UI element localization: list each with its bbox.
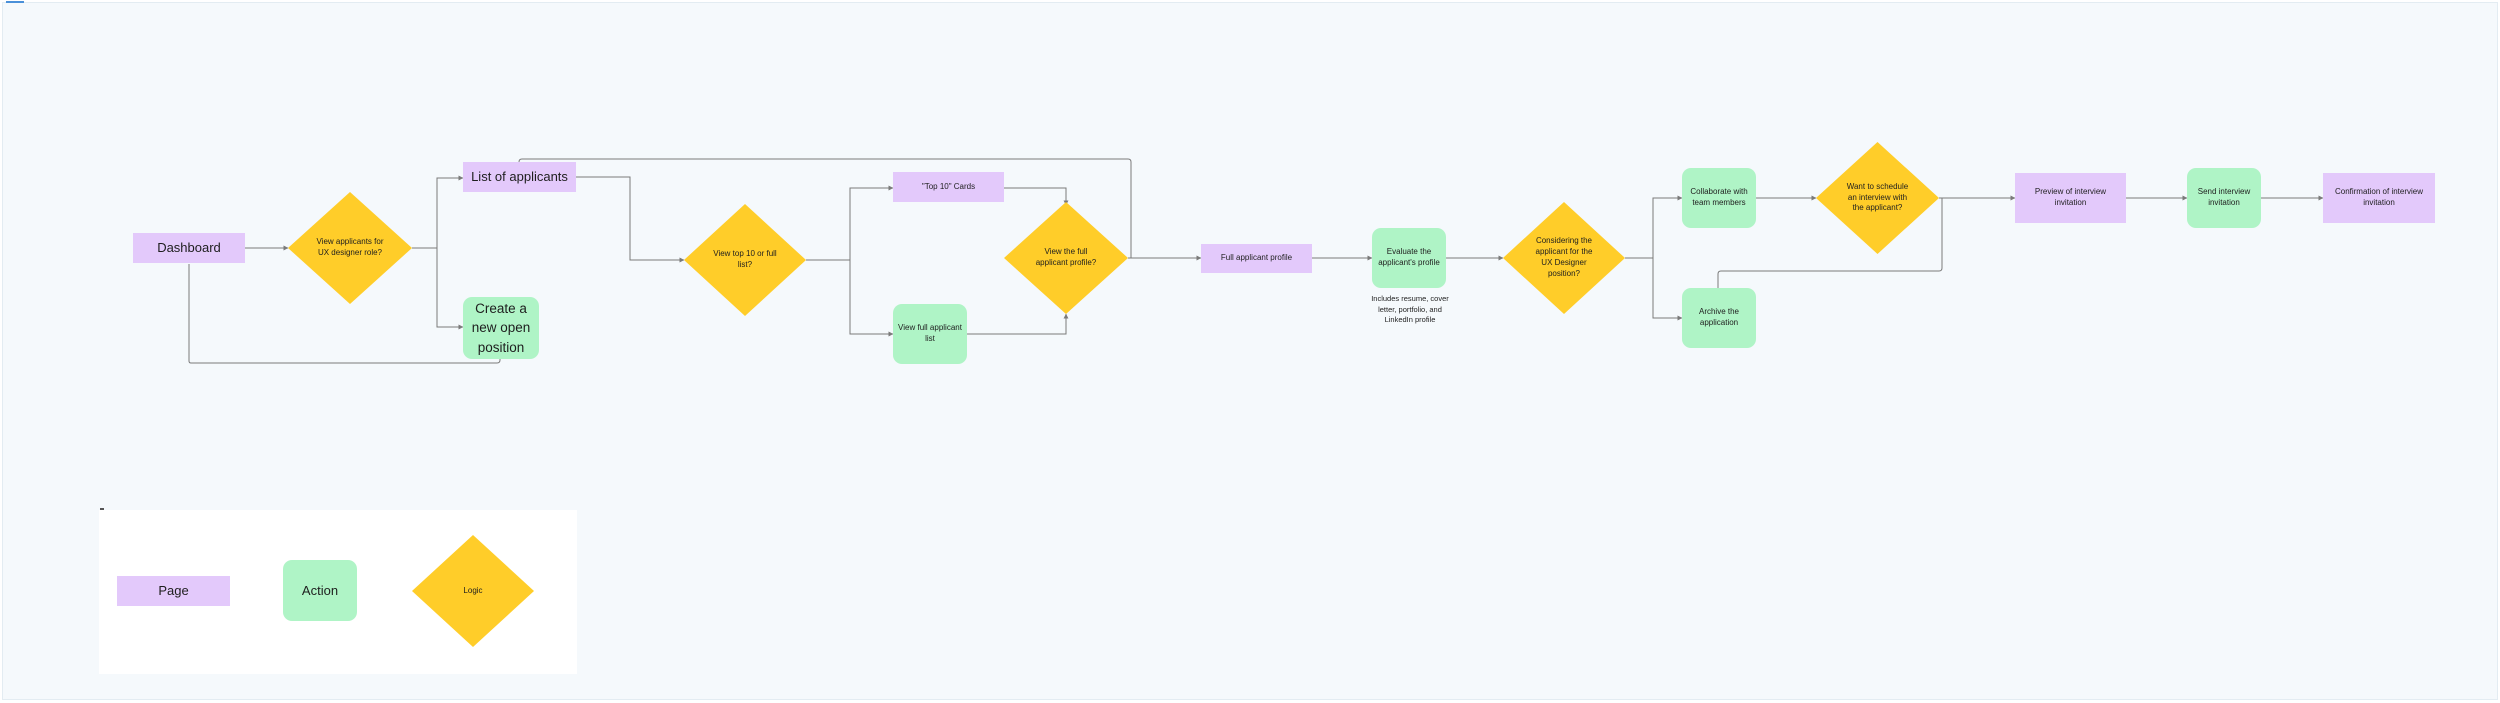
preview-invitation-label: Preview of interview invitation [2034,187,2107,207]
dashboard-page[interactable]: Dashboard [133,233,245,263]
connector-schedule-q-to-archive-loop [1717,197,1943,288]
connector-full-list-to-view-profile-q [967,313,1069,335]
evaluate-profile-action[interactable]: Evaluate the applicant's profile [1372,228,1446,288]
view-top10-or-full-decision[interactable]: View top 10 or full list? [684,204,806,316]
collaborate-label: Collaborate with team members [1690,187,1748,207]
collaborate-action[interactable]: Collaborate with team members [1682,168,1756,228]
connector-cards-to-view-profile-q [1004,187,1069,206]
top10-cards-page[interactable]: "Top 10" Cards [893,172,1004,202]
connector-view-profile-q-to-list-loop [518,158,1132,259]
connector-view-top10-to-cards [806,185,894,261]
legend-action-label: Action [301,582,339,598]
full-profile-label: Full applicant profile [1220,253,1293,263]
view-applicants-label: View applicants for UX designer role? [316,237,384,257]
create-position-action[interactable]: Create a new open position [463,297,539,359]
full-profile-page[interactable]: Full applicant profile [1201,244,1312,273]
legend-action-swatch: Action [283,560,357,621]
connector-view-applicants-to-list [412,175,464,249]
evaluate-profile-note: Includes resume, cover letter, portfolio… [1371,294,1449,324]
considering-applicant-decision[interactable]: Considering the applicant for the UX Des… [1503,202,1625,314]
legend-logic-label: Logic [463,585,483,595]
preview-invitation-page[interactable]: Preview of interview invitation [2015,173,2126,223]
evaluate-profile-label: Evaluate the applicant's profile [1378,247,1440,267]
confirmation-label: Confirmation of interview invitation [2334,187,2424,207]
archive-label: Archive the application [1698,307,1740,327]
legend-page-label: Page [158,583,189,599]
connector-list-to-view-top10 [576,176,685,263]
top10-cards-label: "Top 10" Cards [921,181,976,191]
list-of-applicants-page[interactable]: List of applicants [463,162,576,192]
confirmation-page[interactable]: Confirmation of interview invitation [2323,173,2435,223]
legend-logic-swatch: Logic [412,535,534,647]
view-full-list-action[interactable]: View full applicant list [893,304,967,364]
schedule-interview-label: Want to schedule an interview with the a… [1846,181,1909,213]
considering-applicant-label: Considering the applicant for the UX Des… [1535,236,1593,278]
connector-considering-q-to-archive [1652,258,1683,321]
legend-marker [100,508,104,510]
create-position-label: Create a new open position [471,300,531,355]
schedule-interview-decision[interactable]: Want to schedule an interview with the a… [1816,142,1939,254]
dashboard-label: Dashboard [157,240,221,256]
connector-view-top10-to-full-list [849,260,894,337]
view-full-profile-label: View the full applicant profile? [1035,247,1097,267]
send-invitation-label: Send interview invitation [2197,187,2251,207]
archive-action[interactable]: Archive the application [1682,288,1756,348]
send-invitation-action[interactable]: Send interview invitation [2187,168,2261,228]
view-full-list-label: View full applicant list [898,323,962,343]
connector-dashboard-to-create-loop [188,264,501,364]
canvas-corner-marker [6,1,24,3]
list-of-applicants-label: List of applicants [471,169,568,185]
legend-page-swatch: Page [117,576,230,606]
view-applicants-decision[interactable]: View applicants for UX designer role? [288,192,412,304]
connector-view-applicants-to-create [436,248,464,330]
view-top10-or-full-label: View top 10 or full list? [713,249,777,269]
connector-considering-q-to-collaborate [1625,195,1683,259]
view-full-profile-decision[interactable]: View the full applicant profile? [1004,202,1128,314]
